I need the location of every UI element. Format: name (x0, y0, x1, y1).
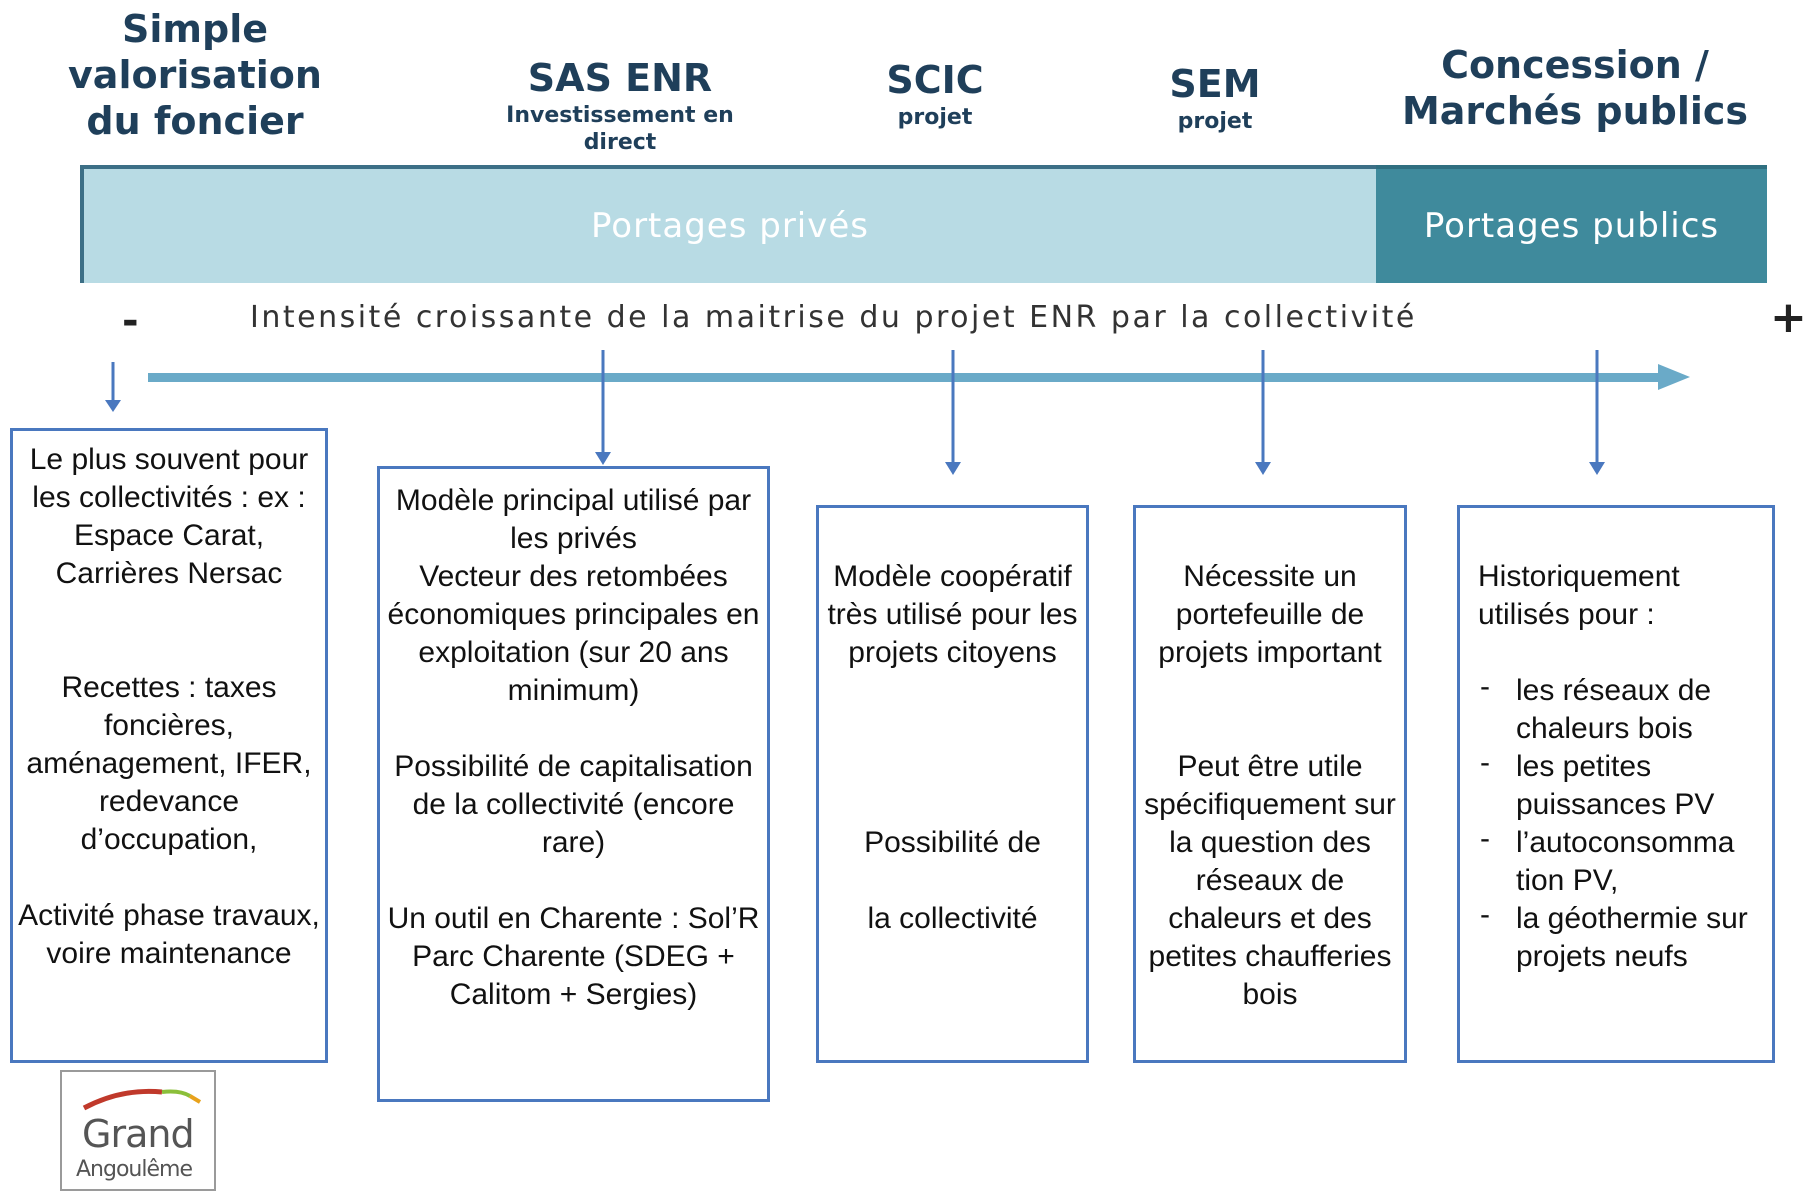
main-axis-arrow (148, 364, 1690, 390)
box2-spacer-1 (380, 710, 767, 748)
logo-text-grand: Grand (82, 1112, 195, 1156)
box2-text-2: Vecteur des retombées économiques princi… (387, 560, 760, 707)
header-sem: SEM projet (1120, 62, 1310, 135)
header-scic-subtitle: projet (897, 104, 973, 130)
logo-text-angouleme: Angoulême (76, 1157, 193, 1182)
band-private-portage: Portages privés (80, 165, 1376, 283)
header-sem-subtitle: projet (1177, 108, 1253, 134)
box-simple-valorisation: Le plus souvent pour les collectivités :… (10, 428, 328, 1063)
band-public-label: Portages publics (1423, 206, 1720, 246)
box1-spacer-2 (13, 859, 325, 897)
box-concession: Historiquement utilisés pour : les résea… (1457, 505, 1775, 1063)
header-simple-valorisation: Simple valorisation du foncier (55, 6, 335, 144)
box4-text-1: Nécessite un portefeuille de projets imp… (1158, 560, 1382, 669)
box3-text-3: la collectivité (867, 902, 1038, 935)
drop-arrowhead-2 (595, 452, 611, 465)
box5-list-item: les petites puissances PV (1478, 744, 1772, 824)
box-scic: Modèle coopératif très utilisé pour les … (816, 505, 1089, 1063)
header-concession-title: Concession / Marchés publics (1401, 43, 1749, 133)
header-simple-title: Simple valorisation du foncier (68, 7, 322, 143)
header-scic-title: SCIC (886, 58, 984, 102)
header-sas-title: SAS ENR (527, 56, 713, 100)
box-sem: Nécessite un portefeuille de projets imp… (1133, 505, 1407, 1063)
box2-spacer-2 (380, 862, 767, 900)
box2-text-1: Modèle principal utilisé par les privés (395, 484, 752, 555)
box5-list: les réseaux de chaleurs bois les petites… (1478, 668, 1772, 976)
header-scic: SCIC projet (840, 58, 1030, 131)
box1-text-3: Activité phase travaux, voire maintenanc… (18, 899, 320, 970)
header-sem-title: SEM (1169, 62, 1261, 106)
box5-list-item: les réseaux de chaleurs bois (1478, 668, 1772, 748)
header-concession: Concession / Marchés publics (1375, 42, 1775, 134)
band-private-label: Portages privés (590, 206, 870, 246)
box1-spacer-1 (13, 593, 325, 669)
band-public-portage: Portages publics (1376, 165, 1767, 283)
axis-shaft (148, 373, 1660, 382)
grand-angouleme-logo: Grand Angoulême (60, 1070, 216, 1191)
axis-minus-sign: - (122, 298, 139, 344)
box3-spacer-1 (819, 672, 1086, 824)
box5-list-item: la géothermie sur projets neufs (1478, 896, 1772, 976)
box4-text-2: Peut être utile spécifiquement sur la qu… (1144, 750, 1396, 1011)
axis-label: Intensité croissante de la maitrise du p… (250, 300, 1417, 335)
logo-swoosh-icon (82, 1088, 202, 1111)
box5-intro: Historiquement utilisés pour : (1478, 560, 1680, 631)
box2-text-3: Possibilité de capitalisation de la coll… (394, 750, 753, 859)
axis-plus-sign: + (1770, 292, 1807, 343)
drop-arrowhead-5 (1589, 462, 1605, 475)
box4-spacer-1 (1136, 672, 1404, 748)
box5-list-item: l’autoconsomma tion PV, (1478, 820, 1772, 900)
axis-arrowhead (1658, 364, 1690, 390)
box3-spacer-2 (819, 862, 1086, 900)
box-sas-enr: Modèle principal utilisé par les privés … (377, 466, 770, 1102)
box1-text-2: Recettes : taxes foncières, aménagement,… (26, 671, 312, 856)
header-sas-enr: SAS ENR Investissement en direct (470, 56, 770, 157)
box2-text-4: Un outil en Charente : Sol’R Parc Charen… (387, 902, 760, 1011)
drop-arrowhead-1 (105, 400, 121, 412)
box3-text-1: Modèle coopératif très utilisé pour les … (827, 560, 1078, 669)
header-sas-subtitle: Investissement en direct (506, 102, 734, 156)
drop-arrowhead-4 (1255, 462, 1271, 475)
box3-text-2: Possibilité de (864, 826, 1041, 859)
box1-text-1: Le plus souvent pour les collectivités :… (29, 443, 309, 590)
drop-arrowhead-3 (945, 462, 961, 475)
